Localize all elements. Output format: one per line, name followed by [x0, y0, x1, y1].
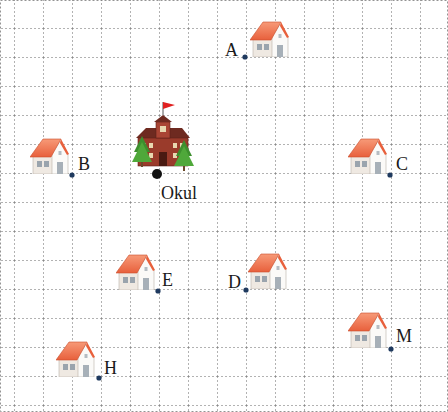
place-label: B — [78, 154, 90, 174]
house-icon — [348, 313, 387, 348]
location-dot — [387, 172, 392, 177]
location-dot — [243, 287, 248, 292]
house-icon — [116, 255, 155, 290]
place-label: Okul — [161, 183, 197, 203]
location-dot — [242, 54, 247, 59]
house-icon — [250, 22, 289, 57]
school-dot — [152, 169, 162, 179]
place-label: C — [396, 154, 408, 174]
location-dot — [155, 288, 160, 293]
place-label: H — [104, 358, 117, 378]
house-icon — [30, 139, 69, 174]
place-label: M — [396, 326, 412, 346]
school-icon — [132, 102, 194, 171]
house-icon — [56, 342, 95, 377]
place-label: E — [162, 270, 173, 290]
location-dot — [69, 172, 74, 177]
place-label: A — [225, 40, 238, 60]
location-dot — [388, 346, 393, 351]
location-dot — [96, 375, 101, 380]
house-icon — [348, 139, 387, 174]
house-icon — [248, 254, 287, 289]
place-label: D — [228, 272, 241, 292]
